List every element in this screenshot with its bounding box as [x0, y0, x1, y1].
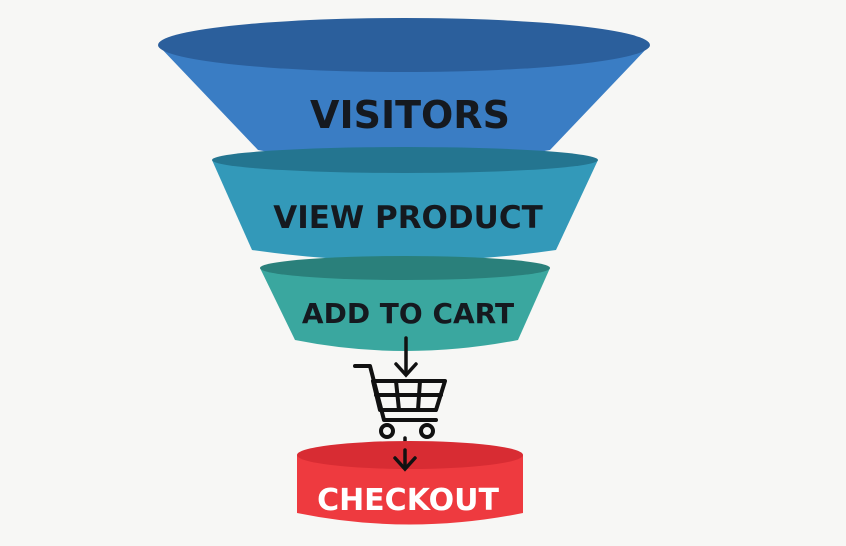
stage-top	[260, 256, 550, 280]
funnel-stage-visitors: VISITORS	[158, 18, 650, 164]
stage-label: VISITORS	[310, 93, 510, 137]
stage-body	[260, 268, 550, 351]
checkout-top	[297, 441, 523, 469]
stage-body	[212, 160, 598, 261]
funnel-stage-view-product: VIEW PRODUCT	[212, 147, 598, 261]
checkout-label: CHECKOUT	[317, 483, 499, 518]
stage-top	[158, 18, 650, 72]
stage-label: ADD TO CART	[302, 297, 514, 330]
arrow-down-icon	[394, 336, 418, 378]
shopping-cart-icon	[353, 364, 447, 439]
stage-body	[158, 45, 650, 164]
funnel-stage-add-to-cart: ADD TO CART	[260, 256, 550, 351]
checkout-body	[297, 455, 523, 525]
stage-label: VIEW PRODUCT	[273, 200, 542, 236]
stage-top	[212, 147, 598, 173]
checkout-stage: CHECKOUT	[297, 441, 523, 525]
